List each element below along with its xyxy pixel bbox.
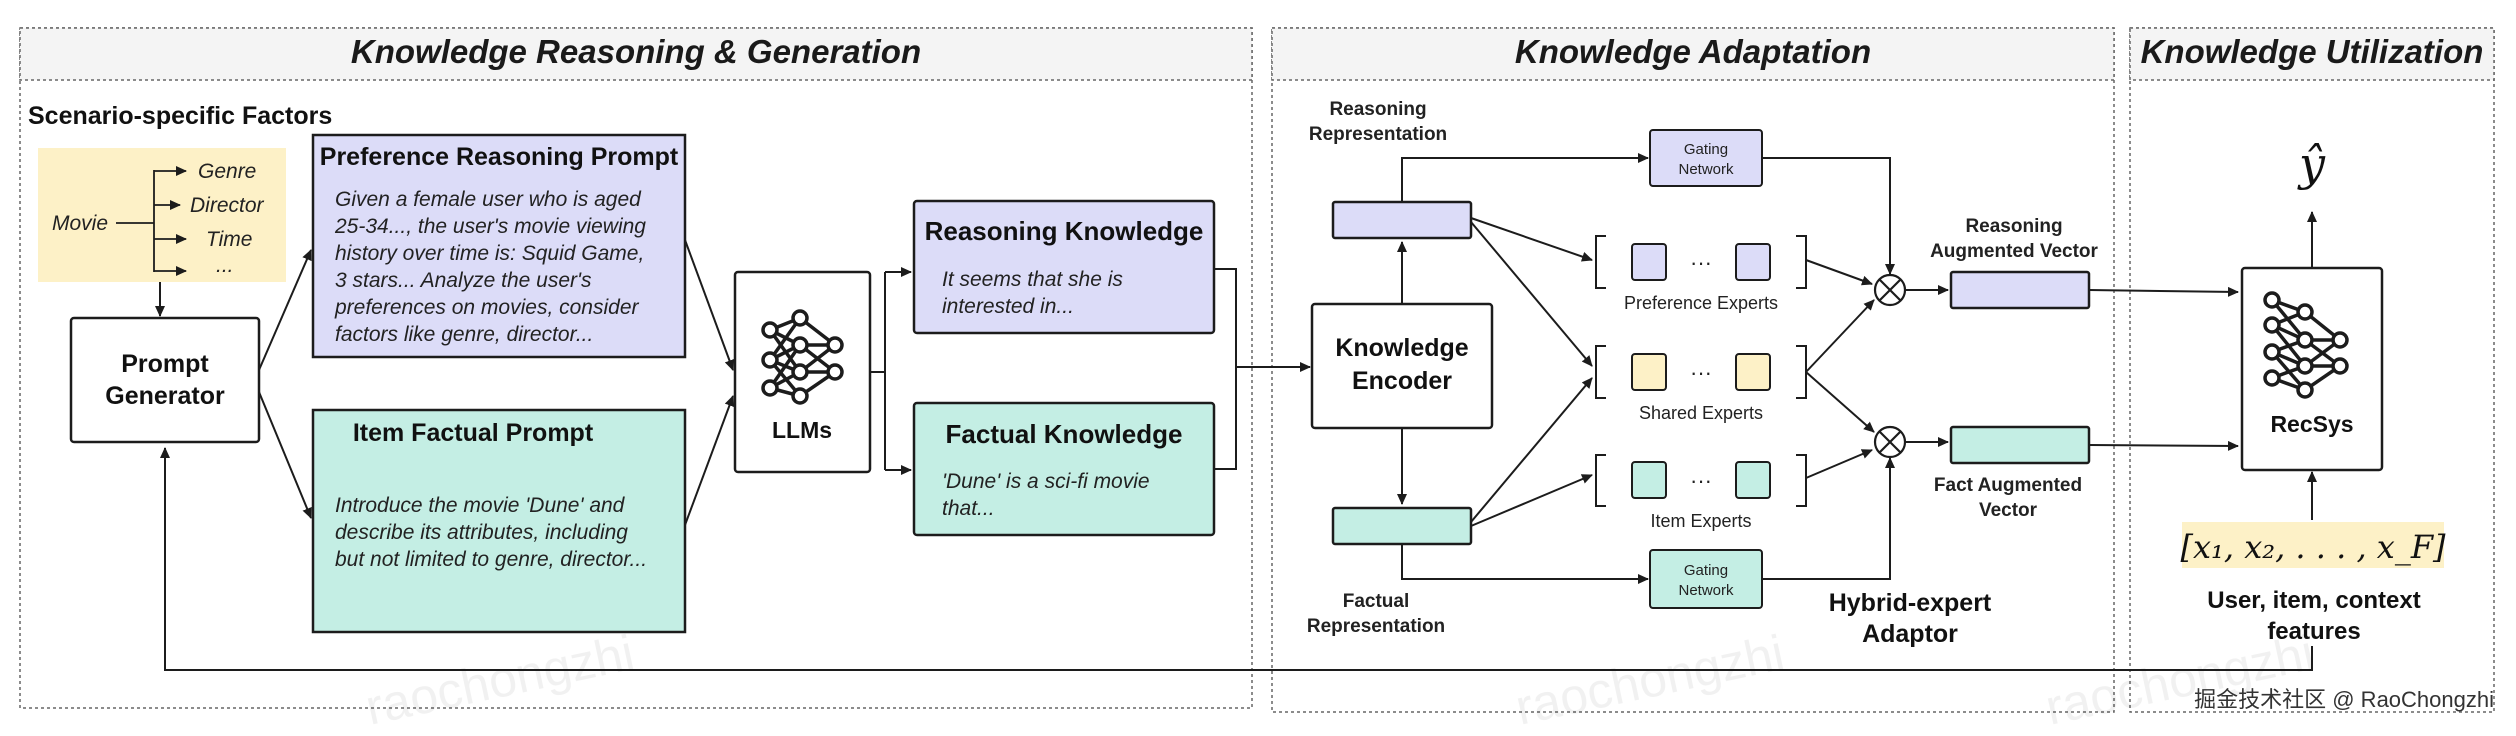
- hybrid-adaptor-label: Hybrid-expert: [1829, 589, 1992, 617]
- expert-ellipsis: ···: [1690, 250, 1712, 275]
- features-label: User, item, context: [2207, 587, 2420, 614]
- watermark: raochongzhi: [1511, 624, 1789, 735]
- reasoning-vector-label: Reasoning: [1965, 216, 2062, 237]
- preference-prompt-line: Given a female user who is aged: [335, 188, 642, 211]
- fact-augmented-vector: [1949, 425, 2091, 465]
- gating-network-top: Gating Network: [1649, 129, 1763, 187]
- encoder-label: Knowledge: [1335, 334, 1468, 362]
- hybrid-adaptor-label: Adaptor: [1862, 620, 1958, 648]
- item-prompt-title: Item Factual Prompt: [353, 419, 594, 447]
- prompt-generator-label: Generator: [105, 382, 225, 410]
- prompt-generator-label: Prompt: [121, 350, 209, 378]
- gating-label: Network: [1678, 161, 1734, 178]
- section-adaptation: Knowledge Adaptation: [1271, 27, 2115, 713]
- scenario-title: Scenario-specific Factors: [28, 102, 332, 130]
- encoder-label: Encoder: [1352, 367, 1452, 395]
- preference-prompt-line: history over time is: Squid Game,: [335, 242, 644, 265]
- shared-experts: ··· Shared Experts: [1595, 345, 1807, 423]
- watermark: raochongzhi: [361, 624, 639, 735]
- item-prompt-box: Item Factual Prompt Introduce the movie …: [311, 408, 687, 634]
- preference-experts: ··· Preference Experts: [1595, 235, 1807, 313]
- scenario-item: Director: [190, 194, 265, 217]
- item-experts: ··· Item Experts: [1595, 454, 1807, 531]
- expert-ellipsis: ···: [1690, 360, 1712, 385]
- preference-experts-label: Preference Experts: [1624, 293, 1778, 313]
- expert-ellipsis: ···: [1690, 468, 1712, 493]
- reasoning-knowledge-line: interested in...: [942, 295, 1074, 318]
- factual-knowledge-box: Factual Knowledge 'Dune' is a sci-fi mov…: [912, 401, 1216, 537]
- feedback-loop-arrow: [160, 447, 2313, 671]
- reasoning-augmented-vector: [1949, 270, 2091, 310]
- gating-label: Gating: [1684, 141, 1728, 158]
- reasoning-representation-vector: [1331, 200, 1473, 240]
- features-label: features: [2267, 618, 2360, 645]
- neural-network-icon: [2263, 291, 2349, 399]
- reasoning-representation-label: Representation: [1309, 124, 1447, 145]
- factual-representation-label: Factual: [1343, 591, 1410, 612]
- factual-knowledge-line: 'Dune' is a sci-fi movie: [942, 470, 1150, 493]
- scenario-item: Genre: [198, 160, 256, 183]
- section-reasoning-generation: Knowledge Reasoning & Generation: [19, 27, 1253, 709]
- preference-prompt-box: Preference Reasoning Prompt Given a fema…: [311, 133, 687, 359]
- preference-prompt-title: Preference Reasoning Prompt: [320, 143, 679, 171]
- multiply-node-top: [1873, 273, 1907, 307]
- factual-representation-vector: [1331, 506, 1473, 546]
- recsys-box: RecSys: [2240, 266, 2384, 472]
- knowledge-encoder: Knowledge Encoder: [1310, 302, 1494, 430]
- section-title-reasoning: Knowledge Reasoning & Generation: [351, 33, 921, 70]
- preference-prompt-line: 3 stars... Analyze the user's: [335, 269, 592, 292]
- reasoning-vector-label: Augmented Vector: [1930, 241, 2098, 262]
- recsys-label: RecSys: [2270, 411, 2353, 437]
- item-prompt-line: Introduce the movie 'Dune' and: [335, 494, 626, 517]
- item-experts-label: Item Experts: [1650, 511, 1751, 531]
- preference-prompt-line: 25-34..., the user's movie viewing: [334, 215, 646, 238]
- fact-vector-label: Vector: [1979, 500, 2038, 521]
- factual-knowledge-title: Factual Knowledge: [946, 419, 1183, 449]
- prediction-output: ŷ: [2297, 137, 2326, 191]
- gating-label: Network: [1678, 582, 1734, 599]
- section-utilization: Knowledge Utilization: [2129, 27, 2495, 713]
- features-formula: [x₁, x₂, . . . , x_F]: [2180, 528, 2446, 566]
- scenario-root: Movie: [52, 212, 108, 235]
- section-title-utilization: Knowledge Utilization: [2141, 33, 2484, 70]
- scenario-item: ...: [216, 254, 234, 277]
- gating-label: Gating: [1684, 562, 1728, 579]
- reasoning-knowledge-line: It seems that she is: [942, 268, 1123, 291]
- prompt-generator: Prompt Generator: [69, 316, 261, 444]
- footer-credit: 掘金技术社区 @ RaoChongzhi: [2194, 687, 2494, 712]
- item-prompt-line: but not limited to genre, director...: [335, 548, 647, 571]
- neural-network-icon: [761, 309, 844, 405]
- preference-prompt-line: preferences on movies, consider: [334, 296, 639, 319]
- multiply-node-bottom: [1873, 425, 1907, 459]
- reasoning-representation-label: Reasoning: [1329, 99, 1426, 120]
- llms-label: LLMs: [772, 417, 832, 443]
- shared-experts-label: Shared Experts: [1639, 403, 1763, 423]
- preference-prompt-line: factors like genre, director...: [335, 323, 593, 346]
- fact-vector-label: Fact Augmented: [1934, 475, 2082, 496]
- features-vector: [x₁, x₂, . . . , x_F]: [2180, 522, 2446, 568]
- reasoning-knowledge-title: Reasoning Knowledge: [925, 216, 1204, 246]
- factual-representation-label: Representation: [1307, 616, 1445, 637]
- section-title-adaptation: Knowledge Adaptation: [1515, 33, 1871, 70]
- item-prompt-line: describe its attributes, including: [335, 521, 628, 544]
- gating-network-bottom: Gating Network: [1649, 549, 1763, 609]
- llms-box: LLMs: [733, 270, 872, 474]
- scenario-factors: Movie Genre Director Time ...: [38, 148, 286, 282]
- scenario-item: Time: [206, 228, 252, 251]
- reasoning-knowledge-box: Reasoning Knowledge It seems that she is…: [912, 199, 1216, 335]
- factual-knowledge-line: that...: [942, 497, 995, 520]
